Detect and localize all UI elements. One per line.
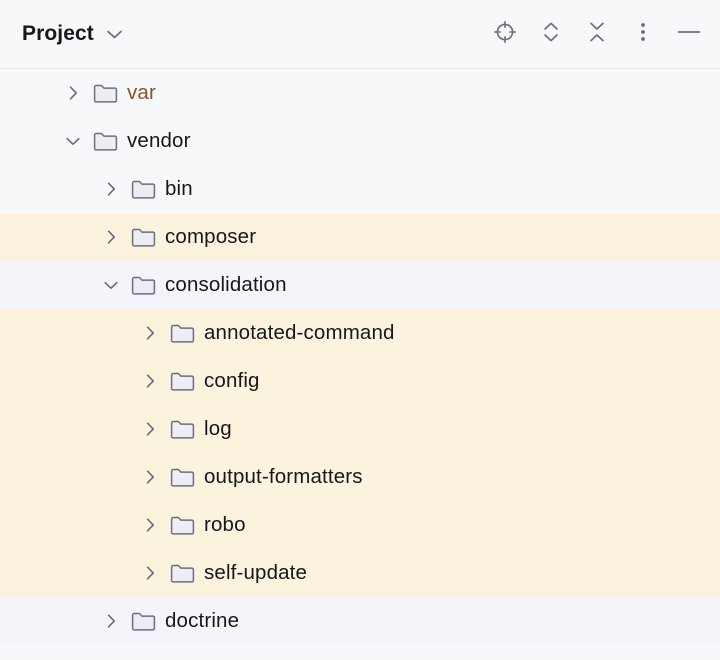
expand-all-icon [540, 20, 562, 49]
tree-row-label: doctrine [165, 609, 240, 632]
tree-row-label: composer [165, 225, 257, 248]
hide-button[interactable] [676, 21, 702, 47]
vertical-ellipsis-icon [640, 20, 646, 49]
collapse-all-icon [586, 20, 608, 49]
folder-icon [130, 608, 156, 634]
project-tree[interactable]: var vendor bin composer consolidation annotat… [0, 69, 720, 660]
tree-row[interactable]: self-update [0, 549, 720, 597]
chevron-right-icon[interactable] [98, 224, 124, 250]
tree-row-label: log [204, 417, 232, 440]
tree-row[interactable]: consolidation [0, 261, 720, 309]
tree-row[interactable]: log [0, 405, 720, 453]
collapse-all-button[interactable] [584, 21, 610, 47]
tree-row-label: annotated-command [204, 321, 395, 344]
project-title-dropdown[interactable]: Project [22, 22, 124, 46]
folder-icon [92, 80, 118, 106]
tool-window-header: Project [0, 0, 720, 69]
chevron-right-icon[interactable] [137, 512, 163, 538]
tree-row[interactable]: composer [0, 213, 720, 261]
tree-row[interactable]: output-formatters [0, 453, 720, 501]
tree-row[interactable]: bin [0, 165, 720, 213]
chevron-right-icon[interactable] [60, 80, 86, 106]
minimize-dash-icon [676, 20, 702, 49]
tree-row-label: consolidation [165, 273, 287, 296]
tree-row-label: output-formatters [204, 465, 363, 488]
expand-all-button[interactable] [538, 21, 564, 47]
folder-icon [130, 176, 156, 202]
folder-icon [130, 272, 156, 298]
folder-icon [130, 224, 156, 250]
folder-icon [169, 512, 195, 538]
tree-row-label: vendor [127, 129, 191, 152]
chevron-down-icon[interactable] [60, 128, 86, 154]
page-title: Project [22, 22, 94, 45]
tree-row[interactable]: var [0, 69, 720, 117]
chevron-right-icon[interactable] [98, 608, 124, 634]
chevron-right-icon[interactable] [137, 320, 163, 346]
folder-icon [169, 560, 195, 586]
crosshair-target-icon [493, 20, 517, 49]
tree-row[interactable]: doctrine [0, 597, 720, 645]
tree-row-label: var [127, 81, 156, 104]
tool-window-actions [492, 20, 702, 49]
folder-icon [169, 368, 195, 394]
more-options-button[interactable] [630, 21, 656, 47]
chevron-right-icon[interactable] [137, 368, 163, 394]
tree-row-label: self-update [204, 561, 308, 584]
folder-icon [92, 128, 118, 154]
tree-row[interactable]: robo [0, 501, 720, 549]
tree-row[interactable]: annotated-command [0, 309, 720, 357]
select-opened-file-button[interactable] [492, 20, 518, 49]
tree-row-label: robo [204, 513, 246, 536]
tree-row-label: bin [165, 177, 193, 200]
chevron-down-icon[interactable] [98, 272, 124, 298]
chevron-right-icon[interactable] [137, 416, 163, 442]
folder-icon [169, 464, 195, 490]
folder-icon [169, 416, 195, 442]
folder-icon [169, 320, 195, 346]
tree-row-label: config [204, 369, 260, 392]
tree-row[interactable]: vendor [0, 117, 720, 165]
chevron-right-icon[interactable] [137, 464, 163, 490]
chevron-right-icon[interactable] [98, 176, 124, 202]
tree-row[interactable]: config [0, 357, 720, 405]
chevron-right-icon[interactable] [137, 560, 163, 586]
chevron-down-icon [105, 27, 124, 45]
